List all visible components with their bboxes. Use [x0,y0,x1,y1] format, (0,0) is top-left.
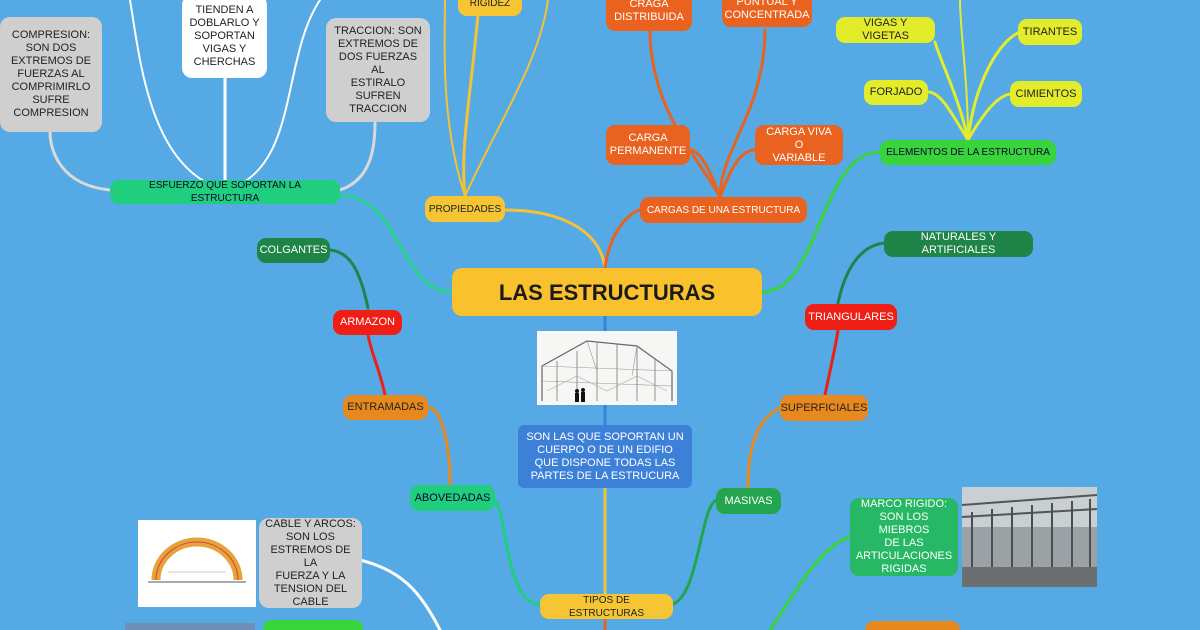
tipos-node[interactable]: TIPOS DE ESTRUCTURAS [540,594,673,619]
entramadas-node[interactable]: ENTRAMADAS [343,395,428,420]
flexion-node[interactable]: TIENDEN A DOBLARLO Y SOPORTAN VIGAS Y CH… [182,0,267,78]
glass-structure-image [125,623,255,630]
vigas-node[interactable]: VIGAS Y VIGETAS [836,17,935,43]
central-topic[interactable]: LAS ESTRUCTURAS [452,268,762,316]
tirantes-node[interactable]: TIRANTES [1018,19,1082,45]
definition-node[interactable]: SON LAS QUE SOPORTAN UN CUERPO O DE UN E… [518,425,692,488]
bottom-right-node[interactable] [865,621,960,630]
carga-permanente-node[interactable]: CARGA PERMANENTE [606,125,690,165]
propiedades-node[interactable]: PROPIEDADES [425,196,505,222]
marco-rigido-node[interactable]: MARCO RIGIDO: SON LOS MIEBROS DE LAS ART… [850,498,958,576]
esfuerzo-node[interactable]: ESFUERZO QUE SOPORTAN LA ESTRUCTURA [110,180,340,204]
colgantes-node[interactable]: COLGANTES [257,238,330,263]
carga-viva-node[interactable]: CARGA VIVA O VARIABLE [755,125,843,165]
superficiales-node[interactable]: SUPERFICIALES [780,395,868,421]
bottom-left-node[interactable] [263,620,363,630]
naturales-node[interactable]: NATURALES Y ARTIFICIALES [884,231,1033,257]
carga-distribuida-node[interactable]: CRAGA DISTRIBUIDA [606,0,692,31]
traccion-node[interactable]: TRACCION: SON EXTREMOS DE DOS FUERZAS AL… [326,18,430,122]
abovedadas-node[interactable]: ABOVEDADAS [410,485,495,511]
cimientos-node[interactable]: CIMIENTOS [1010,81,1082,107]
arch-diagram-image [138,520,256,607]
elementos-node[interactable]: ELEMENTOS DE LA ESTRUCTURA [880,140,1056,165]
carga-puntual-node[interactable]: PUNTUAL Y CONCENTRADA [722,0,812,27]
forjado-node[interactable]: FORJADO [864,80,928,105]
cargas-node[interactable]: CARGAS DE UNA ESTRUCTURA [640,197,807,223]
rigidez-node[interactable]: RIGIDEZ [458,0,522,16]
compresion-node[interactable]: COMPRESION: SON DOS EXTREMOS DE FUERZAS … [0,17,102,132]
rigid-frame-image [962,487,1097,587]
armazon-node[interactable]: ARMAZON [333,310,402,335]
cable-arcos-node[interactable]: CABLE Y ARCOS: SON LOS ESTREMOS DE LA FU… [259,518,362,608]
structure-image [537,331,677,405]
masivas-node[interactable]: MASIVAS [716,488,781,514]
triangulares-node[interactable]: TRIANGULARES [805,304,897,330]
